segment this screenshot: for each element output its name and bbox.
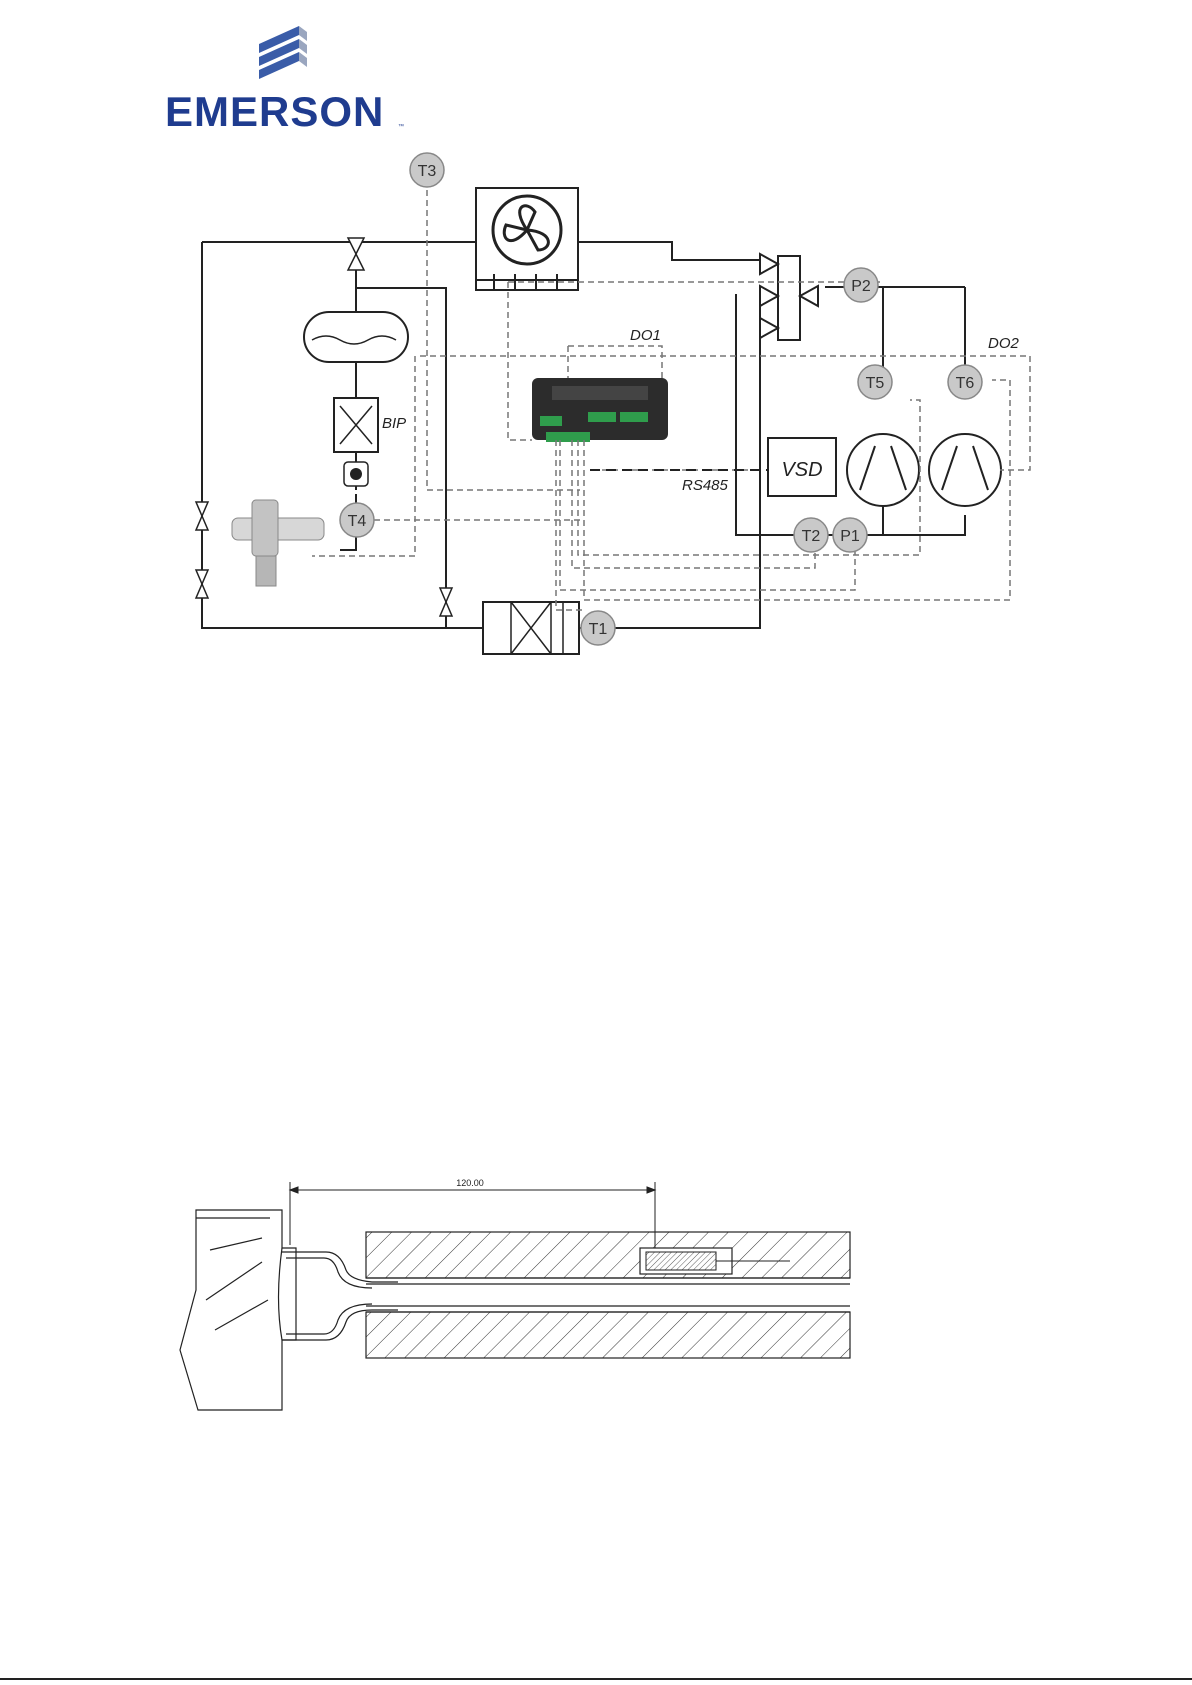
- valve-icon: [196, 238, 452, 616]
- compressor-icon: [929, 434, 1001, 506]
- sensor-p1: P1: [840, 528, 860, 545]
- sensor-probe: [646, 1252, 716, 1270]
- controller-image: [532, 378, 668, 442]
- vsd-label: VSD: [781, 459, 822, 481]
- refrigeration-schematic: VSD DO1 DO2 BIP RS485: [0, 0, 1192, 700]
- do2-label: DO2: [988, 335, 1020, 352]
- sensor-t2: T2: [802, 528, 821, 545]
- sensor-t1: T1: [589, 621, 608, 638]
- sensor-mount-section: 120.00: [0, 1160, 1192, 1420]
- do1-label: DO1: [630, 327, 661, 344]
- expansion-valve-image: [232, 500, 324, 586]
- footer-rule: [0, 1678, 1192, 1680]
- housing: [180, 1210, 296, 1410]
- condenser: [476, 188, 578, 290]
- sensor-t4: T4: [348, 513, 367, 530]
- bip-label: BIP: [382, 415, 406, 432]
- sensor-t6: T6: [956, 375, 975, 392]
- tube-wall-top: [366, 1232, 850, 1278]
- sensor-t5: T5: [866, 375, 885, 392]
- compressor-icon: [847, 434, 919, 506]
- dimension-value: 120.00: [456, 1178, 484, 1188]
- sensor-p2: P2: [851, 278, 871, 295]
- distributor: [760, 254, 818, 340]
- tube-wall-bottom: [366, 1312, 850, 1358]
- sensor-t3: T3: [418, 163, 437, 180]
- evaporator: [483, 602, 579, 654]
- rs485-label: RS485: [682, 477, 729, 494]
